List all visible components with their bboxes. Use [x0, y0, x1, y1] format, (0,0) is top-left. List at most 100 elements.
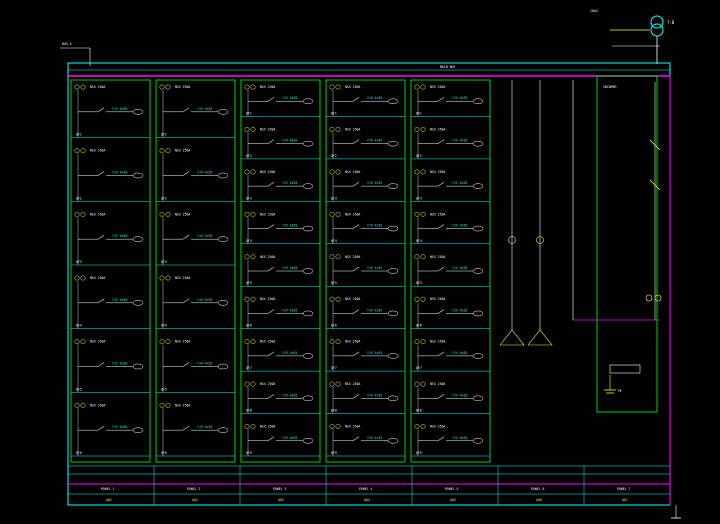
circuit-label: NSX 250A [345, 340, 360, 344]
panel-frame [240, 79, 321, 463]
breaker-tag: QF9 [331, 451, 337, 455]
panel-name: PANEL 1 [101, 487, 115, 491]
breaker-tag: QF5 [161, 387, 167, 391]
breaker-tag: QF2 [246, 154, 252, 158]
cable-label: YJV 4x35 [282, 224, 297, 228]
cable-label: YJV 4x35 [452, 308, 467, 312]
circuit-label: NSX 250A [175, 403, 190, 407]
cable-label: YJV 4x35 [367, 393, 382, 397]
breaker-tag: QF3 [416, 196, 422, 200]
panel-name: PANEL 3 [273, 487, 287, 491]
cable-label: YJV 4x35 [197, 425, 212, 429]
circuit-label: NSX 250A [430, 382, 445, 386]
cable-label: YJV 4x35 [197, 234, 212, 238]
circuit-label: NSX 250A [345, 170, 360, 174]
cable-label: YJV 4x35 [367, 351, 382, 355]
panel-code: AA1 [106, 498, 112, 502]
circuit-label: NSX 250A [430, 425, 445, 429]
cable-label: YJV 4x35 [197, 298, 212, 302]
breaker-tag: QF9 [246, 451, 252, 455]
breaker-tag: QF3 [331, 196, 337, 200]
breaker-tag: QF1 [161, 133, 167, 137]
breaker-tag: QF8 [246, 409, 252, 413]
circuit-label: NSX 250A [260, 425, 275, 429]
panel-code: AA5 [450, 498, 456, 502]
panel-code: AA2 [192, 498, 198, 502]
cable-label: YJV 4x35 [112, 234, 127, 238]
breaker-tag: QF6 [331, 324, 337, 328]
cable-label: YJV 4x35 [197, 107, 212, 111]
breaker-tag: QF8 [331, 409, 337, 413]
circuit-label: NSX 250A [90, 149, 105, 153]
incoming-label: 10kV [590, 9, 598, 13]
circuit-label: NSX 250A [430, 170, 445, 174]
cable-label: YJV 4x35 [282, 139, 297, 143]
cable-label: YJV 4x35 [452, 96, 467, 100]
circuit-label: NSX 250A [260, 212, 275, 216]
incomer-label: INCOMER [603, 85, 617, 89]
circuit-label: NSX 250A [430, 127, 445, 131]
incomer-section: INCOMER PE [573, 75, 671, 505]
circuit-label: NSX 250A [430, 255, 445, 259]
breaker-tag: QF5 [76, 387, 82, 391]
circuit-label: NSX 250A [345, 212, 360, 216]
cable-label: YJV 4x35 [282, 436, 297, 440]
panel-frame [70, 79, 151, 463]
panel-name: PANEL 4 [359, 487, 373, 491]
panel-code: AA4 [364, 498, 370, 502]
cable-label: YJV 4x35 [282, 181, 297, 185]
transformer-label: T-B [667, 20, 675, 25]
breaker-tag: QF7 [416, 366, 422, 370]
cable-label: YJV 4x35 [452, 393, 467, 397]
cable-label: YJV 4x35 [452, 181, 467, 185]
busbar-label: MAIN BUS [440, 65, 455, 69]
panel-code: AA3 [278, 498, 284, 502]
panel-frame [155, 79, 236, 463]
circuit-label: NSX 250A [260, 340, 275, 344]
cable-label: YJV 4x35 [452, 351, 467, 355]
circuit-label: NSX 250A [90, 340, 105, 344]
circuit-label: NSX 250A [175, 212, 190, 216]
circuit-label: NSX 250A [175, 85, 190, 89]
metering-section [499, 80, 574, 346]
breaker-tag: QF6 [416, 324, 422, 328]
cable-label: YJV 4x35 [367, 96, 382, 100]
cable-label: YJV 4x35 [452, 436, 467, 440]
circuit-label: NSX 250A [90, 85, 105, 89]
cable-label: YJV 4x35 [367, 181, 382, 185]
circuit-label: NSX 250A [345, 255, 360, 259]
circuit-label: NSX 250A [345, 425, 360, 429]
breaker-tag: QF4 [246, 239, 252, 243]
left-feeder-label: BUS A [62, 42, 72, 46]
